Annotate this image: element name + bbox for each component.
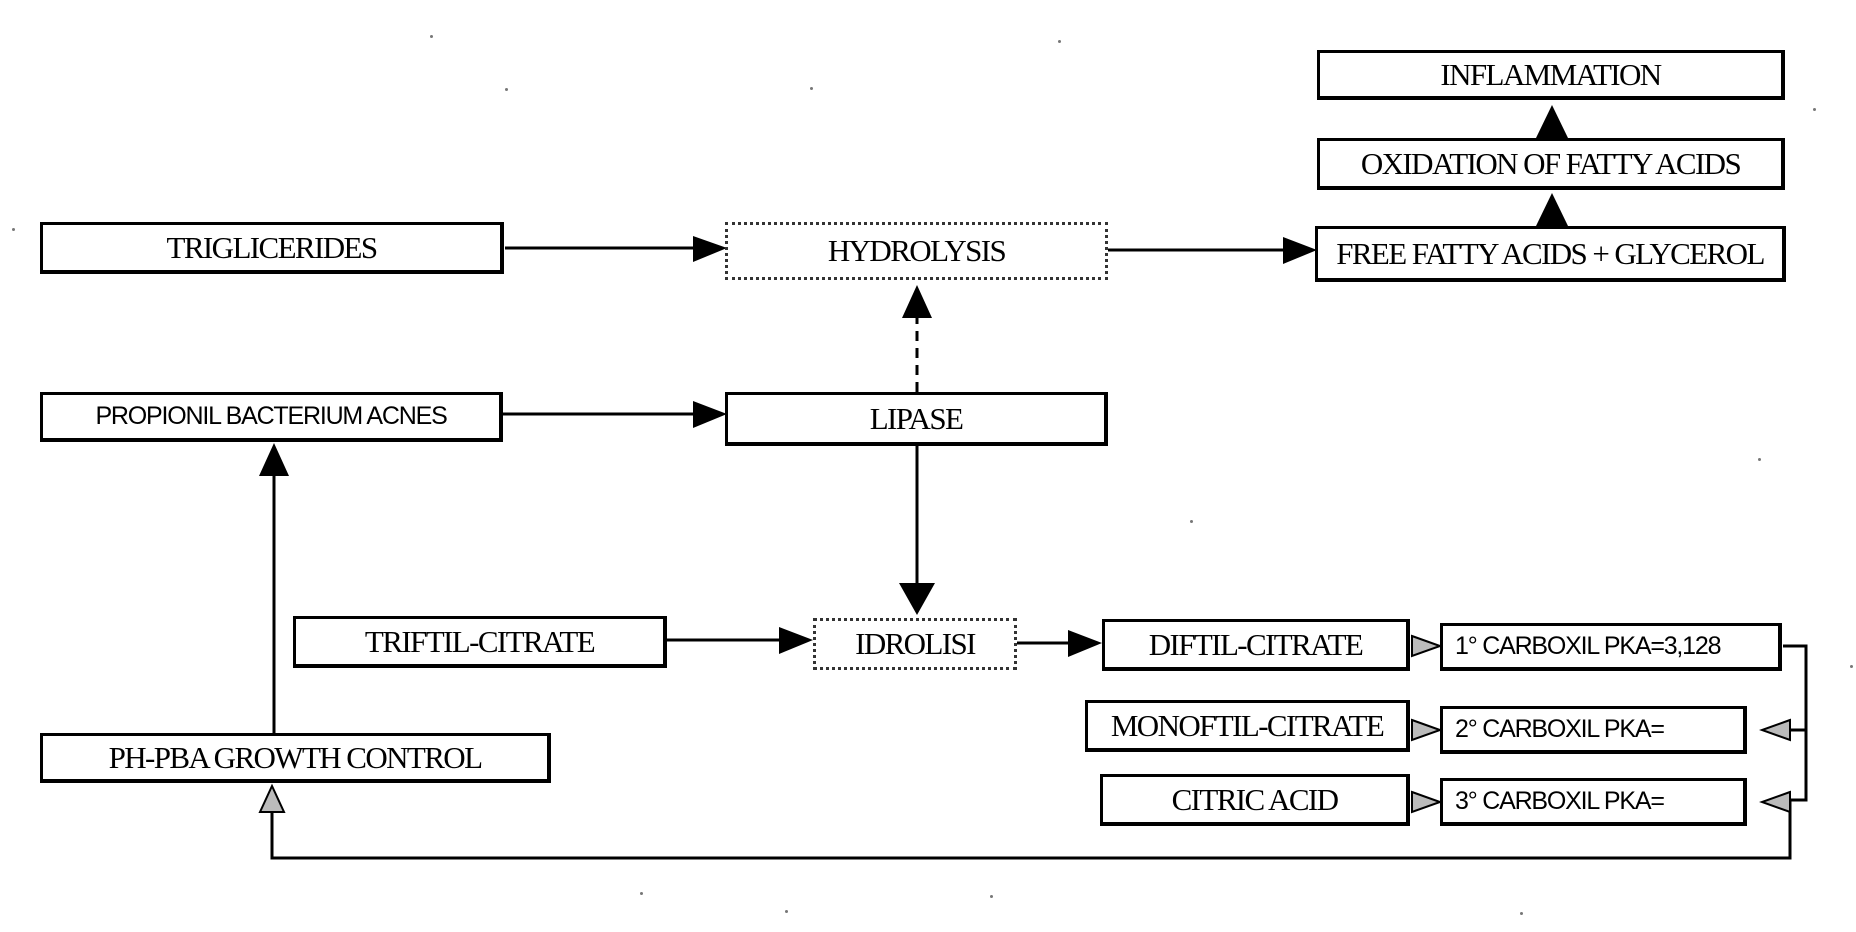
lipase-label: LIPASE bbox=[870, 401, 963, 437]
arrow-head-monofil bbox=[1762, 720, 1790, 740]
scan-speck bbox=[1520, 912, 1523, 915]
scan-speck bbox=[12, 228, 15, 231]
carboxil-2-box: 2° CARBOXIL PKA= bbox=[1440, 706, 1747, 754]
hydrolysis-box: HYDROLYSIS bbox=[725, 222, 1108, 280]
difil-citrate-box: DIFTIL-CITRATE bbox=[1102, 619, 1410, 671]
oxidation-box: OXIDATION OF FATTY ACIDS bbox=[1317, 138, 1785, 190]
scan-speck bbox=[1058, 40, 1061, 43]
trifil-citrate-box: TRIFTIL-CITRATE bbox=[293, 616, 667, 668]
connector-carboxil-bracket bbox=[1783, 646, 1806, 730]
arrow-head-inflammation bbox=[1536, 105, 1568, 138]
scan-speck bbox=[785, 910, 788, 913]
inflammation-label: INFLAMMATION bbox=[1440, 57, 1660, 93]
scan-speck bbox=[1758, 458, 1761, 461]
hydrolysis-label: HYDROLYSIS bbox=[828, 233, 1005, 269]
citric-acid-label: CITRIC ACID bbox=[1172, 782, 1338, 818]
scan-speck bbox=[810, 87, 813, 90]
oxidation-label: OXIDATION OF FATTY ACIDS bbox=[1361, 146, 1740, 182]
free-fatty-acids-label: FREE FATTY ACIDS + GLYCEROL bbox=[1336, 236, 1764, 272]
propionil-label: PROPIONIL BACTERIUM ACNES bbox=[95, 402, 446, 431]
scan-speck bbox=[430, 35, 433, 38]
arrow-head-propionil bbox=[259, 443, 289, 476]
connector-carboxil-bracket-lower bbox=[1790, 730, 1806, 800]
arrow-head-freefatty bbox=[1283, 237, 1317, 264]
scan-speck bbox=[1813, 108, 1816, 111]
carboxil-1-label: 1° CARBOXIL PKA=3,128 bbox=[1455, 632, 1720, 661]
carboxil-1-box: 1° CARBOXIL PKA=3,128 bbox=[1440, 623, 1782, 671]
arrow-head-carboxil-2 bbox=[1412, 720, 1440, 740]
difil-citrate-label: DIFTIL-CITRATE bbox=[1149, 627, 1363, 663]
trifil-citrate-label: TRIFTIL-CITRATE bbox=[365, 624, 594, 660]
arrow-head-trifil bbox=[779, 627, 813, 654]
scan-speck bbox=[1850, 665, 1853, 668]
arrow-head-hydrolysis-up bbox=[902, 285, 932, 318]
scan-speck bbox=[505, 88, 508, 91]
arrow-head-hydrolysis bbox=[693, 236, 727, 262]
arrow-head-carboxil-1 bbox=[1412, 636, 1440, 656]
arrow-head-ph-control bbox=[260, 786, 284, 812]
arrow-head-lipase bbox=[693, 401, 727, 428]
arrow-head-idrolisi bbox=[899, 583, 935, 615]
monofil-citrate-label: MONOFTIL-CITRATE bbox=[1111, 708, 1383, 744]
scan-speck bbox=[1190, 520, 1193, 523]
free-fatty-acids-box: FREE FATTY ACIDS + GLYCEROL bbox=[1315, 226, 1786, 282]
scan-speck bbox=[640, 892, 643, 895]
inflammation-box: INFLAMMATION bbox=[1317, 50, 1785, 100]
carboxil-3-box: 3° CARBOXIL PKA= bbox=[1440, 778, 1747, 826]
citric-acid-box: CITRIC ACID bbox=[1100, 774, 1410, 826]
ph-growth-control-box: PH-PBA GROWTH CONTROL bbox=[40, 733, 551, 783]
triglicerides-box: TRIGLICERIDES bbox=[40, 222, 504, 274]
triglicerides-label: TRIGLICERIDES bbox=[167, 230, 377, 266]
carboxil-3-label: 3° CARBOXIL PKA= bbox=[1455, 787, 1664, 816]
carboxil-2-label: 2° CARBOXIL PKA= bbox=[1455, 715, 1664, 744]
arrow-head-oxidation bbox=[1536, 193, 1568, 226]
monofil-citrate-box: MONOFTIL-CITRATE bbox=[1085, 700, 1410, 752]
arrow-head-difil bbox=[1068, 630, 1102, 657]
ph-growth-control-label: PH-PBA GROWTH CONTROL bbox=[109, 740, 482, 776]
scan-speck bbox=[990, 895, 993, 898]
lipase-box: LIPASE bbox=[725, 392, 1108, 446]
idrolisi-label: IDROLISI bbox=[855, 626, 975, 662]
idrolisi-box: IDROLISI bbox=[813, 618, 1017, 670]
arrow-head-carboxil-3 bbox=[1412, 792, 1440, 812]
arrow-head-citric bbox=[1762, 792, 1790, 812]
propionil-box: PROPIONIL BACTERIUM ACNES bbox=[40, 392, 503, 442]
